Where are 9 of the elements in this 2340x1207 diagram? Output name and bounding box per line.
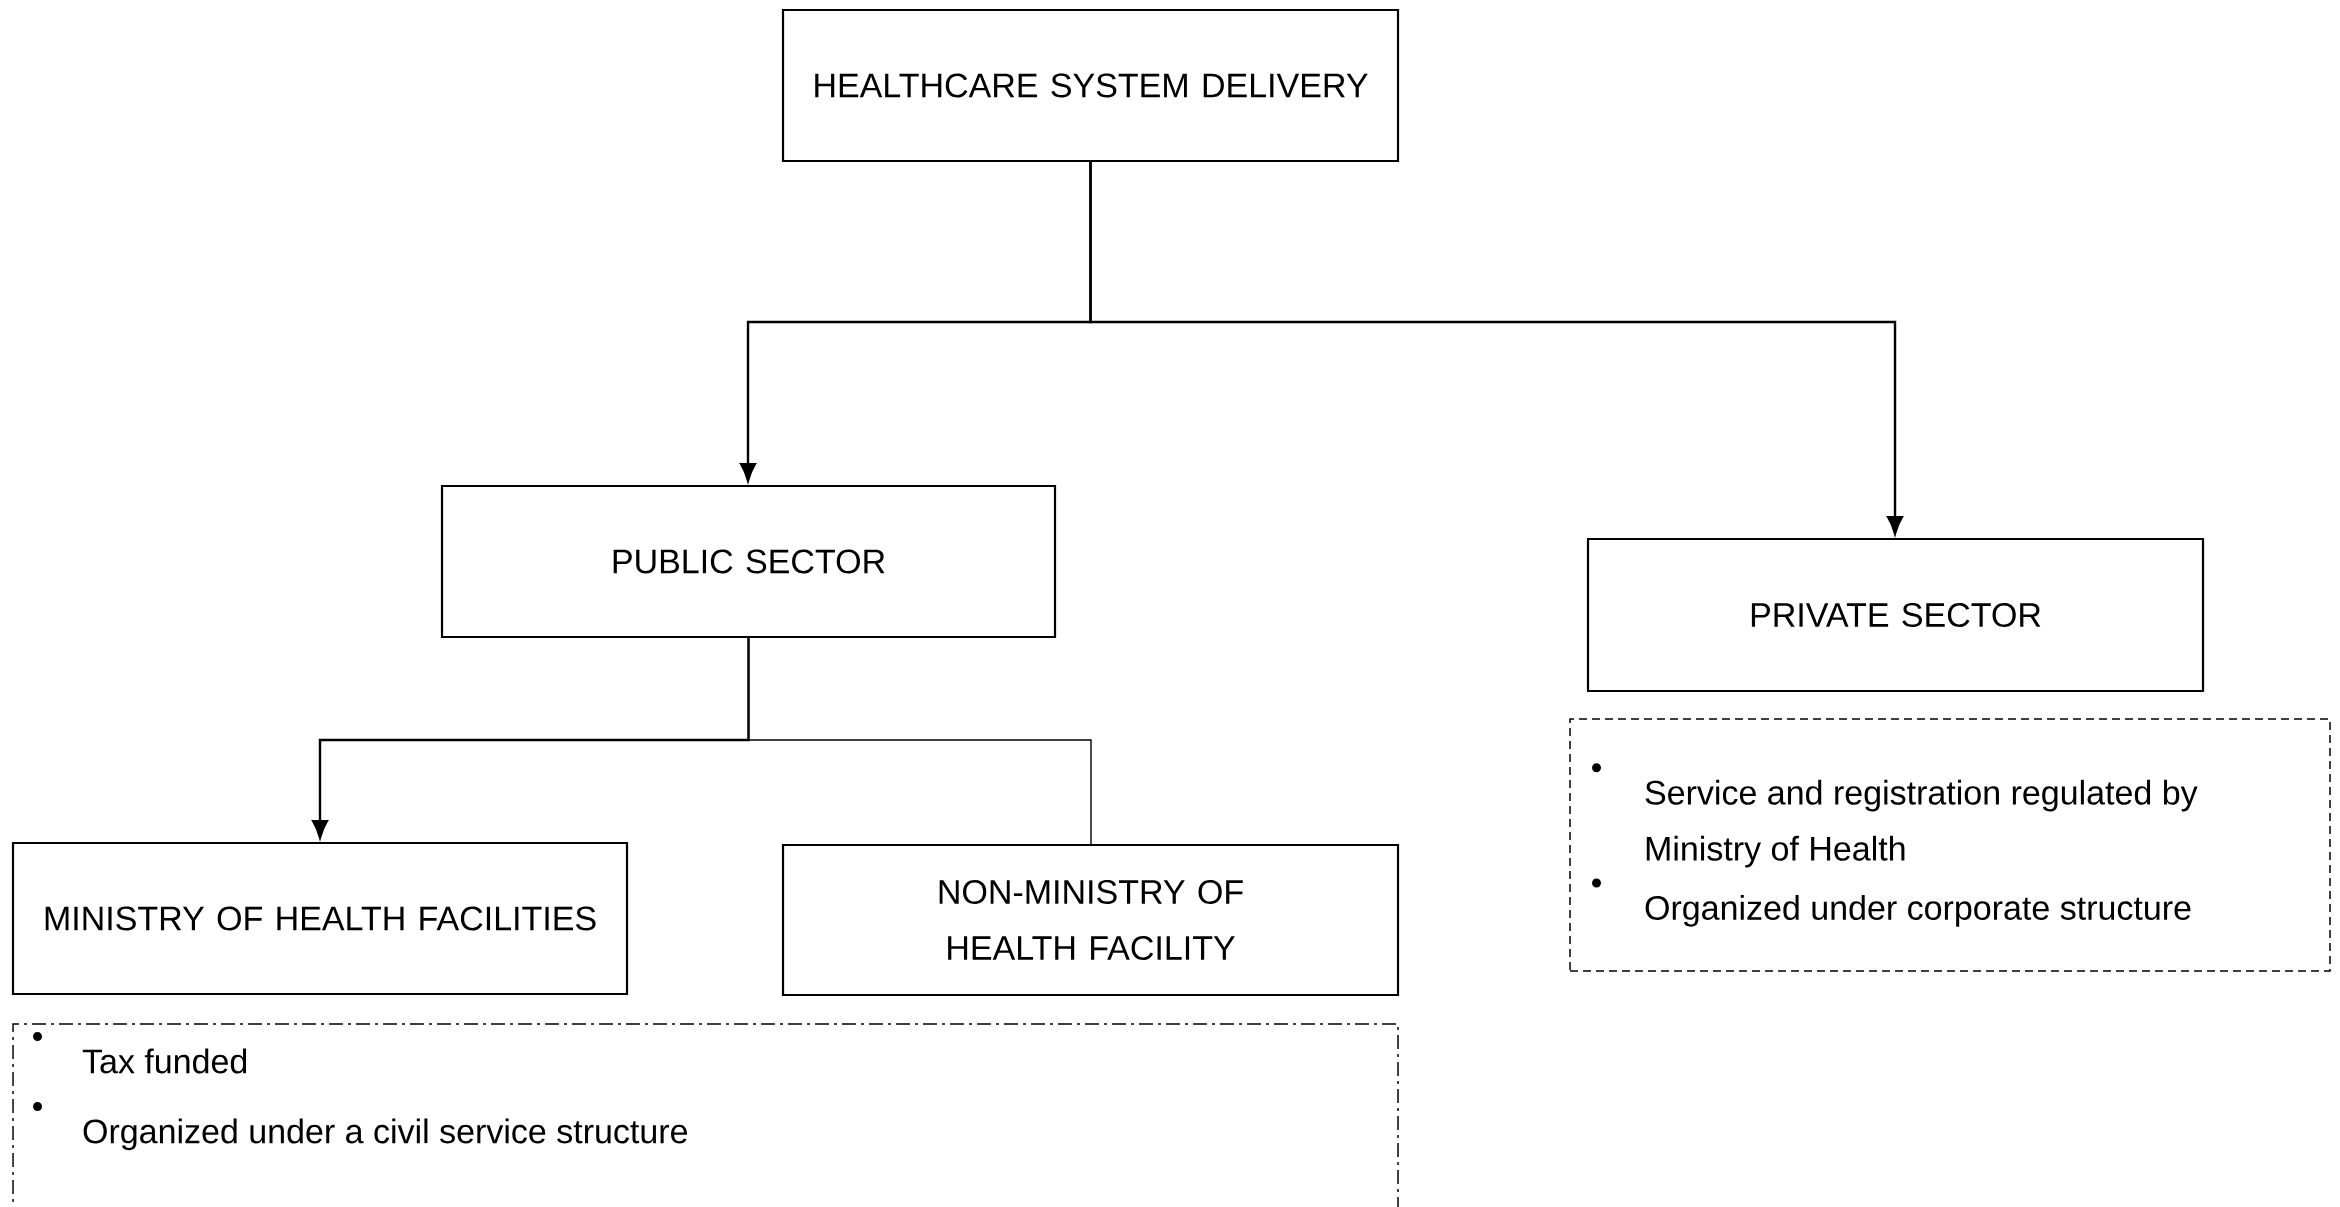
- process-box: NON-MINISTRY OF HEALTH FACILITY: [781, 843, 1400, 997]
- connector-arrow: [1089, 162, 1904, 535]
- note-box: Service and registration regulated by Ministry of Health Organized under corporate structure: [1569, 718, 2331, 972]
- note-box: Tax funded Organized under a civil service structure: [12, 1023, 1399, 1207]
- process-box: HEALTHCARE SYSTEM DELIVERY: [781, 8, 1400, 163]
- process-box: MINISTRY OF HEALTH FACILITIES: [11, 841, 629, 996]
- process-box: PRIVATE SECTOR: [1586, 537, 2205, 693]
- process-box: PUBLIC SECTOR: [440, 484, 1057, 639]
- connector-arrow: [312, 638, 750, 839]
